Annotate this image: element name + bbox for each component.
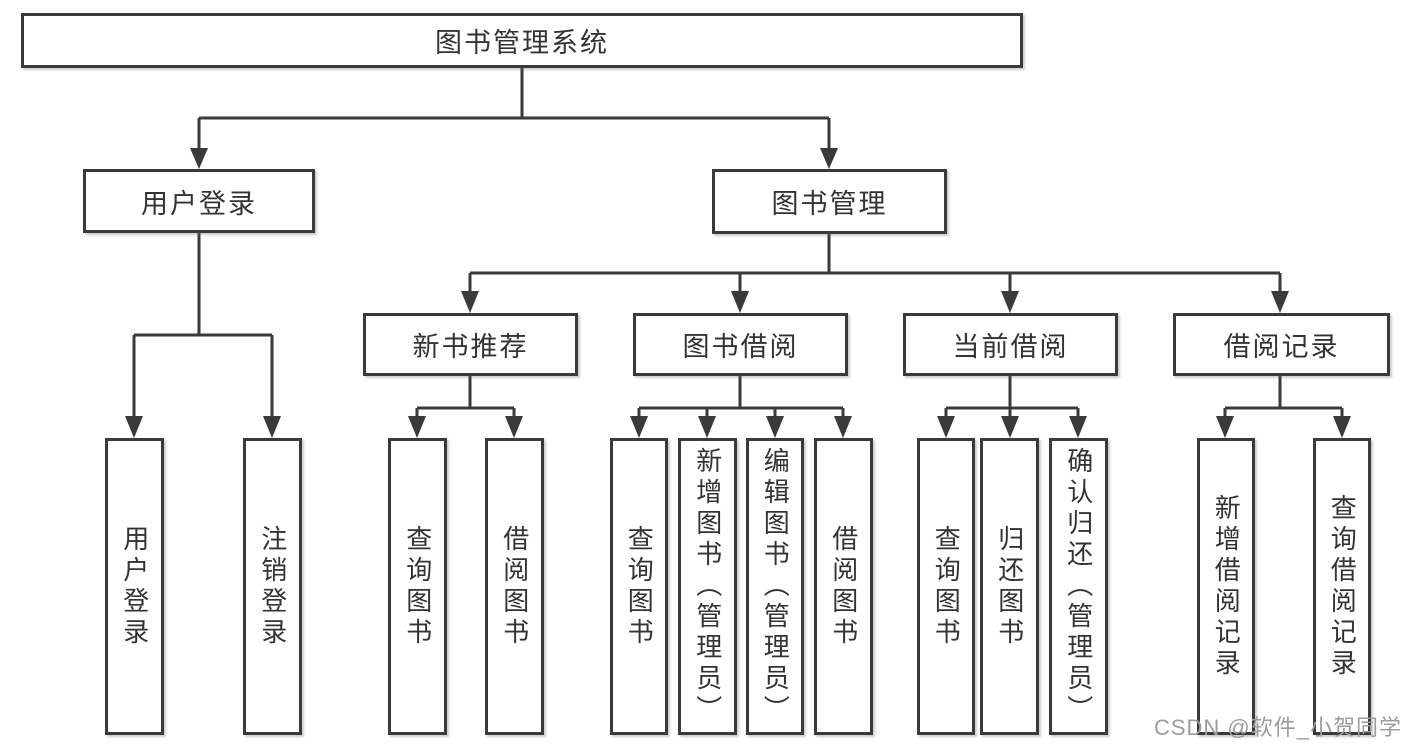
- leaf-user-login: 用户登录: [105, 438, 164, 735]
- node-book-borrow: 图书借阅: [633, 313, 848, 376]
- connector-new-book-recommend-to-leaves: [408, 376, 523, 438]
- leaf-query-books-recommend: 查询图书: [388, 438, 447, 735]
- node-library-management-system: 图书管理系统: [21, 13, 1023, 68]
- leaf-borrow-books-recommend: 借阅图书: [485, 438, 544, 735]
- node-current-borrow: 当前借阅: [903, 313, 1118, 376]
- node-new-book-recommend: 新书推荐: [363, 313, 578, 376]
- leaf-logout: 注销登录: [243, 438, 302, 735]
- leaf-confirm-return-admin: 确认归还（管理员）: [1049, 438, 1108, 735]
- leaf-return-book: 归还图书: [980, 438, 1039, 735]
- node-book-management: 图书管理: [712, 169, 947, 234]
- leaf-query-books-current: 查询图书: [917, 438, 975, 735]
- leaf-edit-book-admin: 编辑图书（管理员）: [746, 438, 804, 735]
- connector-book-management-to-level3: [461, 234, 1289, 313]
- connector-root-to-level2: [190, 68, 838, 169]
- connector-book-borrow-to-leaves: [630, 376, 852, 438]
- connector-user-login-to-leaves: [125, 233, 281, 438]
- node-borrow-records: 借阅记录: [1173, 313, 1390, 376]
- leaf-borrow-books: 借阅图书: [814, 438, 873, 735]
- node-user-login: 用户登录: [83, 169, 315, 233]
- connector-borrow-records-to-leaves: [1216, 376, 1351, 438]
- leaf-query-books-borrow: 查询图书: [610, 438, 668, 735]
- leaf-add-borrow-record: 新增借阅记录: [1197, 438, 1255, 735]
- leaf-add-book-admin: 新增图书（管理员）: [678, 438, 737, 735]
- watermark: CSDN @软件_小贺同学: [1153, 715, 1402, 740]
- leaf-query-borrow-record: 查询借阅记录: [1313, 438, 1371, 735]
- connector-current-borrow-to-leaves: [937, 376, 1087, 438]
